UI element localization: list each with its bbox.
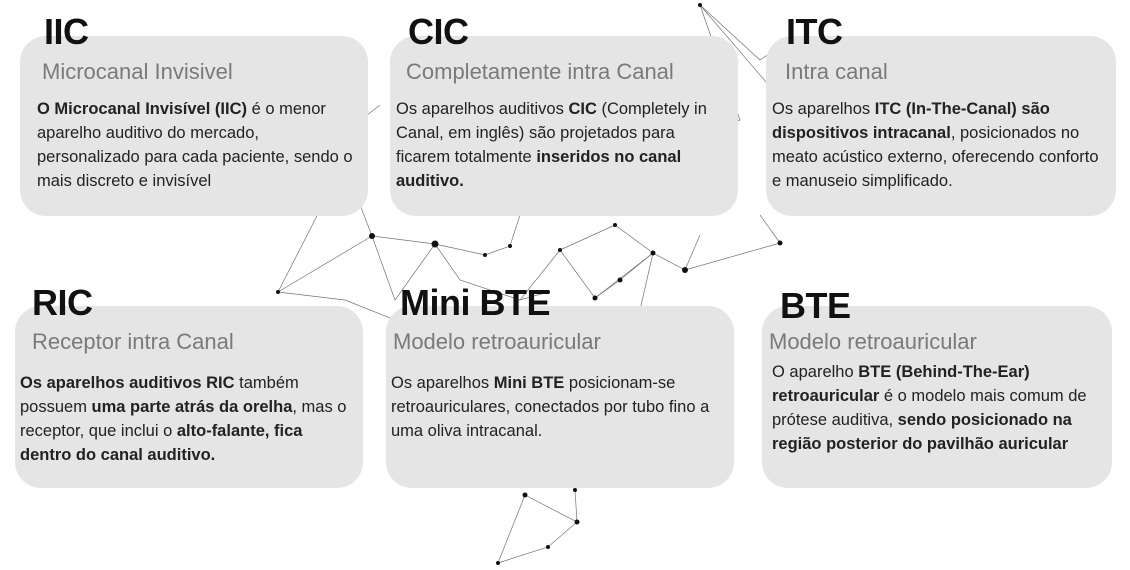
description-text: é o menor aparelho auditivo do mercado, …: [37, 100, 353, 190]
description-bold-text: ITC (In-The-Canal) são dispositivos intr…: [772, 100, 1050, 142]
description-bold-text: CIC: [568, 100, 597, 118]
description-text: (Completely in Canal, em inglês) são pro…: [396, 100, 707, 166]
description-text: Os aparelhos auditivos: [396, 100, 569, 118]
card-ric: Receptor intra Canal Os aparelhos auditi…: [15, 306, 363, 488]
card-subtitle: Modelo retroauricular: [393, 329, 601, 354]
card-cic: Completamente intra Canal Os aparelhos a…: [390, 36, 738, 216]
card-description: Os aparelhos Mini BTE posicionam-se retr…: [391, 371, 721, 443]
description-bold-text: O Microcanal Invisível (IIC): [37, 100, 247, 118]
card-code: IIC: [44, 11, 89, 52]
card-iic: Microcanal Invisivel O Microcanal Invisí…: [20, 36, 368, 216]
description-bold-text: Os aparelhos auditivos RIC: [20, 374, 235, 392]
description-bold-text: uma parte atrás da orelha: [91, 398, 293, 416]
description-text: também possuem: [20, 374, 299, 416]
description-text: é o modelo mais comum de prótese auditiv…: [772, 387, 1087, 429]
card-code: ITC: [786, 11, 843, 52]
card-description: Os aparelhos auditivos RIC também possue…: [20, 371, 358, 467]
description-text: Os aparelhos: [391, 374, 494, 392]
description-text: , posicionados no meato acústico externo…: [772, 124, 1099, 190]
description-bold-text: BTE (Behind-The-Ear) retroauricular: [772, 363, 1030, 405]
description-bold-text: Mini BTE: [493, 374, 565, 392]
description-text: O aparelho: [772, 363, 859, 381]
description-text: Os aparelhos: [772, 100, 875, 118]
card-description: Os aparelhos auditivos CIC (Completely i…: [396, 97, 732, 193]
description-bold-text: inseridos no canal auditivo.: [396, 148, 682, 190]
card-bte: Modelo retroauricular O aparelho BTE (Be…: [762, 306, 1112, 488]
description-bold-text: sendo posicionado na região posterior do…: [772, 411, 1072, 453]
description-bold-text: alto-falante, fica dentro do canal audit…: [20, 422, 303, 464]
card-mini-bte: Modelo retroauricular Os aparelhos Mini …: [386, 306, 734, 488]
card-subtitle: Completamente intra Canal: [406, 59, 674, 84]
card-code: Mini BTE: [400, 282, 550, 323]
card-description: O aparelho BTE (Behind-The-Ear) retroaur…: [772, 360, 1110, 456]
description-text: , mas o receptor, que inclui o: [20, 398, 347, 440]
card-code: CIC: [408, 11, 469, 52]
card-code: RIC: [32, 282, 93, 323]
card-description: Os aparelhos ITC (In-The-Canal) são disp…: [772, 97, 1110, 193]
card-subtitle: Receptor intra Canal: [32, 329, 234, 354]
card-code: BTE: [780, 285, 851, 326]
card-subtitle: Modelo retroauricular: [769, 329, 977, 354]
description-text: posicionam-se retroauriculares, conectad…: [391, 374, 710, 440]
card-subtitle: Microcanal Invisivel: [42, 59, 233, 84]
card-subtitle: Intra canal: [785, 59, 888, 84]
card-itc: Intra canal Os aparelhos ITC (In-The-Can…: [766, 36, 1116, 216]
card-description: O Microcanal Invisível (IIC) é o menor a…: [37, 97, 359, 193]
